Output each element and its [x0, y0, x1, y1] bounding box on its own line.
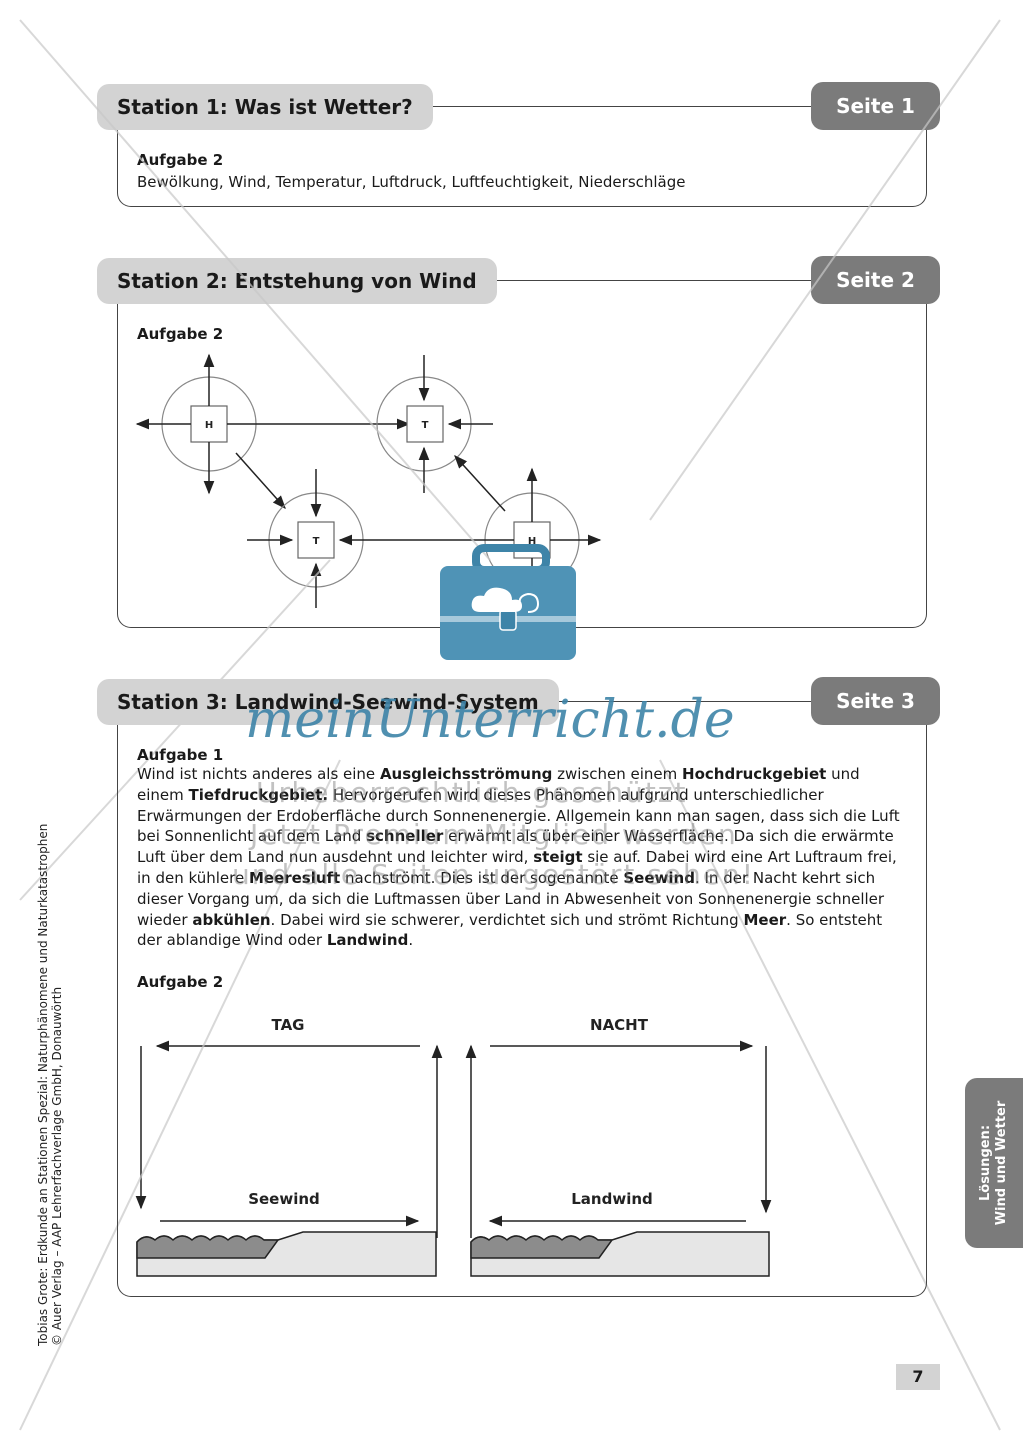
bold-term: Meeresluft: [248, 868, 341, 887]
text-segment: und einem: [137, 765, 860, 804]
text-segment: .: [408, 931, 414, 950]
credit-line-2: © Auer Verlag – AAP Lehrerfachverlage Gm…: [50, 986, 64, 1346]
bold-term: Tiefdruckgebiet.: [188, 785, 329, 804]
station-3-task-2-label: Aufgabe 2: [137, 973, 224, 991]
night-water-area: [470, 1235, 614, 1259]
low-pressure-box-1: [406, 405, 444, 443]
low-pressure-box-2: [297, 521, 335, 559]
pressure-diagram: [135, 353, 602, 610]
bold-term: Seewind: [623, 868, 695, 887]
credit-line-1: Tobias Grote: Erdkunde an Stationen Spez…: [36, 823, 50, 1346]
day-water-area: [136, 1235, 280, 1259]
arrow: [454, 455, 506, 512]
bold-term: Hochdruckgebiet: [682, 765, 827, 783]
land-sea-wind-diagram: [135, 1040, 772, 1277]
day-label: TAG: [272, 1016, 305, 1034]
land-wind-label: Landwind: [571, 1190, 653, 1208]
station-3-task-1-answer: Wind ist nichts anderes als eine Ausglei…: [137, 764, 907, 951]
watermark-line-2: Jetzt Premium-Mitglied werden: [250, 818, 738, 851]
station-1-title: Station 1: Was ist Wetter?: [97, 84, 433, 130]
station-1-page-badge: Seite 1: [811, 82, 940, 130]
station-1-task-2-answer: Bewölkung, Wind, Temperatur, Luftdruck, …: [137, 173, 686, 191]
bold-term: Ausgleichsströmung: [379, 765, 553, 783]
low-pressure-label-1: T: [422, 420, 429, 431]
station-2-page-badge: Seite 2: [811, 256, 940, 304]
side-tab-line-1: Lösungen:: [978, 1124, 993, 1202]
text-segment: Wind ist nichts anderes als eine: [137, 765, 380, 783]
high-pressure-label-2: H: [528, 536, 536, 547]
text-segment: . In der Nacht kehrt sich dieser Vorgang…: [137, 868, 885, 929]
bold-term: Landwind: [326, 931, 409, 950]
watermark-line-3: und alle Seiten ungestört sehen!: [232, 858, 755, 891]
bold-term: steigt: [533, 848, 583, 867]
side-tab-line-2: Wind und Wetter: [994, 1100, 1009, 1226]
station-1-box: [117, 106, 927, 207]
text-segment: . So entsteht der ablandige Wind oder: [137, 910, 883, 950]
watermark-brand: meinUnterricht.de: [245, 690, 735, 750]
watermark-line-1: Urheberrechtlich geschützt: [256, 776, 688, 809]
solutions-side-tab-text: Lösungen: Wind und Wetter: [978, 1101, 1010, 1226]
station-2-title-rule: [450, 280, 820, 281]
low-pressure-label-2: T: [313, 536, 320, 547]
text-segment: . Dabei wird sie schwerer, verdichtet si…: [270, 910, 744, 929]
night-label: NACHT: [590, 1016, 649, 1034]
watermark-diagonals: [19, 19, 1001, 1431]
station-3-page-badge: Seite 3: [811, 677, 940, 725]
station-2-title: Station 2: Entstehung von Wind: [97, 258, 497, 304]
station-3-title-rule: [505, 701, 820, 702]
text-segment: erwärmt als über einer Wasserfläche. Da …: [137, 827, 894, 867]
high-pressure-label-1: H: [205, 420, 213, 431]
sea-wind-label: Seewind: [248, 1190, 320, 1208]
station-3-task-1-label: Aufgabe 1: [137, 746, 224, 764]
station-3-title: Station 3: Landwind-Seewind-System: [97, 679, 559, 725]
text-segment: sie auf. Dabei wird eine Art Luftraum fr…: [137, 848, 897, 887]
station-1-title-rule: [380, 106, 820, 107]
text-segment: zwischen einem: [552, 765, 683, 783]
station-1-task-2-label: Aufgabe 2: [137, 151, 224, 169]
bold-term: Meer: [743, 910, 787, 929]
arrow: [235, 452, 286, 510]
page-number: 7: [896, 1364, 940, 1390]
solutions-side-tab: Lösungen: Wind und Wetter: [965, 1078, 1023, 1248]
text-segment: Hervorgerufen wird dieses Phänomen aufgr…: [137, 785, 900, 846]
bold-term: schneller: [366, 827, 444, 846]
text-segment: nachströmt. Dies ist der sogenannte: [340, 868, 624, 887]
publisher-credit-text: Tobias Grote: Erdkunde an Stationen Spez…: [36, 824, 64, 1346]
station-3-box: [117, 701, 927, 1297]
station-2-task-2-label: Aufgabe 2: [137, 325, 224, 343]
watermark-briefcase-icon: [440, 544, 576, 660]
bold-term: abkühlen: [192, 910, 271, 929]
